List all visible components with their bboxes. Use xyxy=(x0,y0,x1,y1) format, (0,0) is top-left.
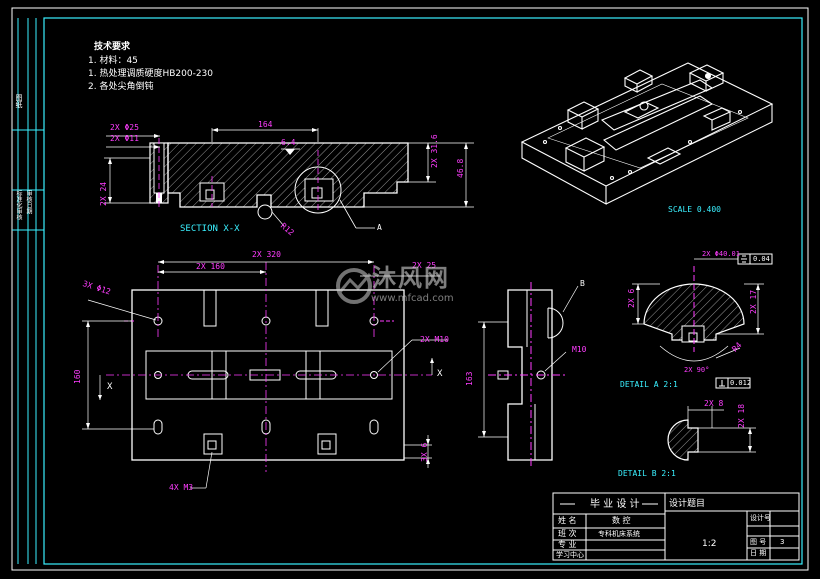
sidebar-label-date: 审核日期 xyxy=(25,190,32,214)
title-block-name-value: 数 控 xyxy=(612,516,631,525)
notes-item-1: 1. 材料：45 xyxy=(88,56,138,66)
watermark-url: www.mfcad.com xyxy=(371,293,454,304)
detail-a xyxy=(632,253,773,389)
section-callout-a: A xyxy=(377,223,382,232)
dim-46-8: 46.8 xyxy=(456,158,465,178)
detail-b-dim-8: 2X 8 xyxy=(704,399,724,408)
dim-160-top: 2X 160 xyxy=(196,262,225,271)
dim-m3: 4X M3 xyxy=(169,483,194,492)
notes-item-3: 2. 各处尖角倒钝 xyxy=(88,82,154,92)
section-mark-x-right: X xyxy=(437,369,443,379)
notes-title: 技术要求 xyxy=(94,42,131,52)
dim-320: 2X 320 xyxy=(252,250,281,259)
sidebar-label-standard: 标准化审核 xyxy=(15,190,22,220)
dim-3x6: 3X 6 xyxy=(420,442,429,462)
isometric-view xyxy=(520,62,774,205)
dim-31-6: 2X 31.6 xyxy=(430,134,439,168)
title-block-dept-value: 专科机床系统 xyxy=(598,530,640,538)
iso-scale-label: SCALE 0.400 xyxy=(668,205,721,214)
title-block-sheet-value: 3 xyxy=(780,538,785,546)
title-block-dept-label: 专 业 xyxy=(558,540,577,549)
dim-163: 163 xyxy=(465,371,474,386)
title-block-sheet-label: 图 号 xyxy=(750,538,767,546)
detail-a-dim-6: 2X 6 xyxy=(627,288,636,308)
title-block-topic: 设计题目 xyxy=(669,499,706,509)
dim-25: 2X 25 xyxy=(412,261,437,270)
detail-a-dim-top: 2X Φ40.01 xyxy=(702,250,740,258)
dim-6-4: 6.4 xyxy=(281,138,296,147)
dim-phi25: 2X Φ25 xyxy=(110,123,139,132)
dim-m10-plan: 2X M10 xyxy=(420,335,449,344)
title-block-design: 毕 业 设 计 xyxy=(590,499,640,510)
side-view xyxy=(478,282,579,468)
side-callout-b: B xyxy=(580,279,585,288)
title-block-scale: 1:2 xyxy=(702,539,717,549)
detail-b-label: DETAIL B 2:1 xyxy=(618,469,676,478)
dim-phi11: 2X Φ11 xyxy=(110,134,139,143)
dim-164: 164 xyxy=(258,120,273,129)
plan-view xyxy=(82,260,448,489)
sheet-border xyxy=(11,7,809,571)
detail-b xyxy=(667,406,756,461)
detail-a-label: DETAIL A 2:1 xyxy=(620,380,678,389)
detail-a-dim-angle: 2X 90° xyxy=(684,366,710,374)
title-block xyxy=(552,492,800,561)
detail-a-dim-17: 2X 17 xyxy=(749,289,758,314)
title-block-center-label: 学习中心 xyxy=(556,551,584,559)
section-mark-x-left: X xyxy=(107,382,113,392)
detail-a-perpendicularity: 0.012 xyxy=(730,379,752,387)
detail-b-dim-18: 2X 18 xyxy=(737,403,746,428)
dim-m10-side: M10 xyxy=(572,345,587,354)
title-block-name-label: 姓 名 xyxy=(558,516,577,525)
sidebar-label-drawing: 图纸 xyxy=(15,94,23,108)
title-block-class-label: 班 次 xyxy=(558,529,577,538)
detail-a-symmetry: 0.04 xyxy=(753,255,770,263)
title-block-num-label: 设计号 xyxy=(750,514,771,522)
watermark-brand: 沐风网 xyxy=(372,264,450,292)
dim-160-left: 160 xyxy=(73,369,82,384)
notes-item-2: 1. 热处理调质硬度HB200-230 xyxy=(88,69,213,79)
section-view xyxy=(104,128,474,229)
dim-24: 2X 24 xyxy=(99,181,108,206)
title-block-date-label: 日 期 xyxy=(750,549,767,557)
section-label: SECTION X-X xyxy=(180,224,240,234)
watermark-logo xyxy=(336,268,372,304)
